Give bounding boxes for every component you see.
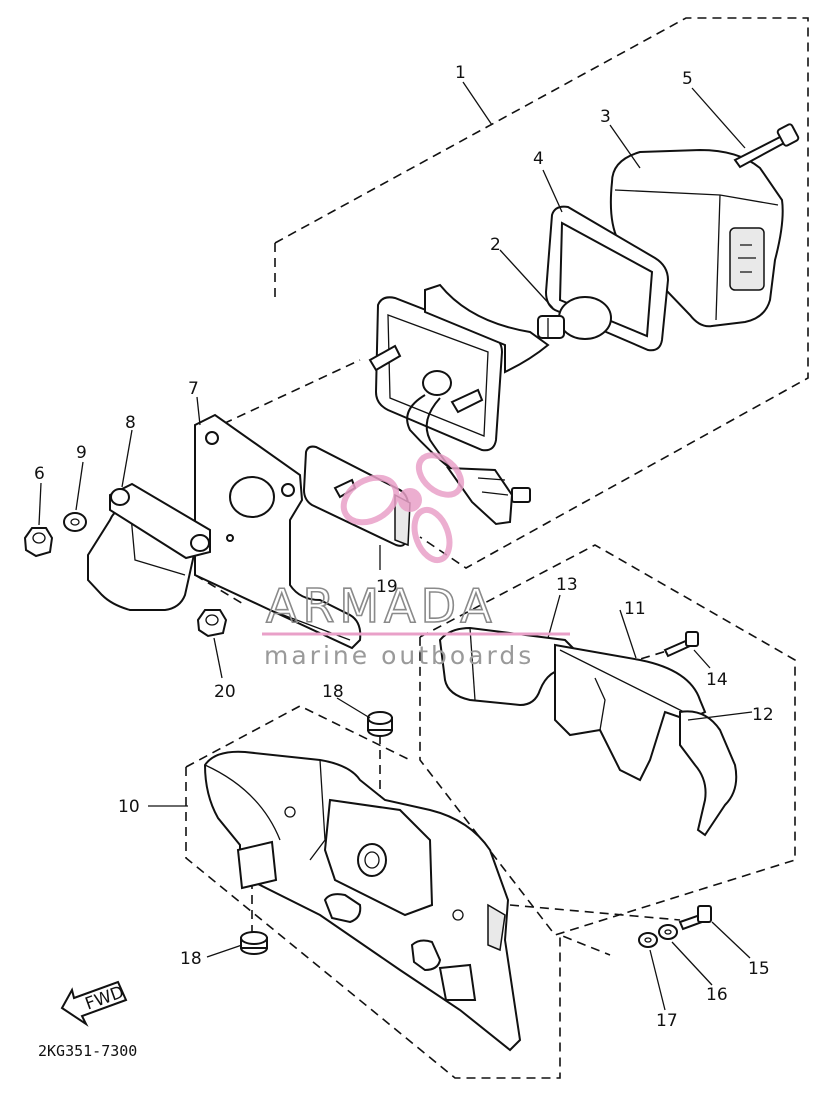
screw-14 — [663, 631, 699, 658]
watermark-propeller-blade — [411, 506, 453, 564]
washer-9 — [63, 512, 87, 532]
callout-1: 1 — [455, 63, 466, 83]
watermark-propeller-blade — [415, 452, 465, 498]
callout-3: 3 — [600, 107, 611, 127]
grommet-18-lower — [240, 931, 268, 955]
assembly-outline-upper — [274, 17, 809, 569]
cover-12 — [679, 710, 738, 837]
washer-16 — [658, 924, 678, 940]
callout-11: 11 — [624, 599, 646, 619]
base-outline — [185, 705, 411, 768]
grommet-18-upper — [367, 711, 393, 737]
align-line-nut — [194, 574, 246, 606]
callout-18-lower: 18 — [180, 949, 202, 969]
nut-6 — [23, 527, 54, 558]
callout-16: 16 — [706, 985, 728, 1005]
screw-5 — [733, 123, 800, 169]
screw-15 — [678, 905, 712, 931]
washer-17 — [638, 932, 658, 948]
part-code: 2KG351-7300 — [38, 1042, 137, 1060]
watermark-tagline: marine outboards — [264, 641, 534, 670]
callout-7: 7 — [188, 379, 199, 399]
cover-13 — [438, 626, 582, 707]
cover-11 — [554, 643, 707, 782]
watermark-propeller-hub — [398, 488, 422, 512]
callout-4: 4 — [533, 149, 544, 169]
nut-20 — [196, 609, 228, 638]
callout-12: 12 — [752, 705, 774, 725]
license-lamp-8 — [87, 482, 211, 611]
fwd-arrow: FWD — [60, 980, 128, 1027]
cover-outline — [419, 544, 796, 936]
bracket-7 — [194, 413, 362, 650]
callout-19: 19 — [376, 577, 398, 597]
align-line-bracket — [209, 359, 361, 431]
watermark-propeller-blade — [340, 474, 400, 526]
lens-part — [609, 148, 784, 328]
bulb-2 — [537, 296, 612, 340]
callout-14: 14 — [706, 670, 728, 690]
callout-8: 8 — [125, 413, 136, 433]
callout-5: 5 — [682, 69, 693, 89]
watermark-logo — [340, 452, 465, 564]
callout-20: 20 — [214, 682, 236, 702]
callout-9: 9 — [76, 443, 87, 463]
callout-2: 2 — [490, 235, 501, 255]
leader-lines — [38, 81, 753, 1011]
callout-13: 13 — [556, 575, 578, 595]
base-10 — [203, 750, 522, 1052]
fwd-label: FWD — [83, 982, 127, 1014]
callout-10: 10 — [118, 797, 140, 817]
callout-17: 17 — [656, 1011, 678, 1031]
align-line-screw15 — [509, 904, 681, 921]
base-outline-lower — [185, 767, 611, 1079]
watermark-brand: ARMADA — [266, 579, 497, 633]
callout-15: 15 — [748, 959, 770, 979]
callout-18-upper: 18 — [322, 682, 344, 702]
callout-6: 6 — [34, 464, 45, 484]
